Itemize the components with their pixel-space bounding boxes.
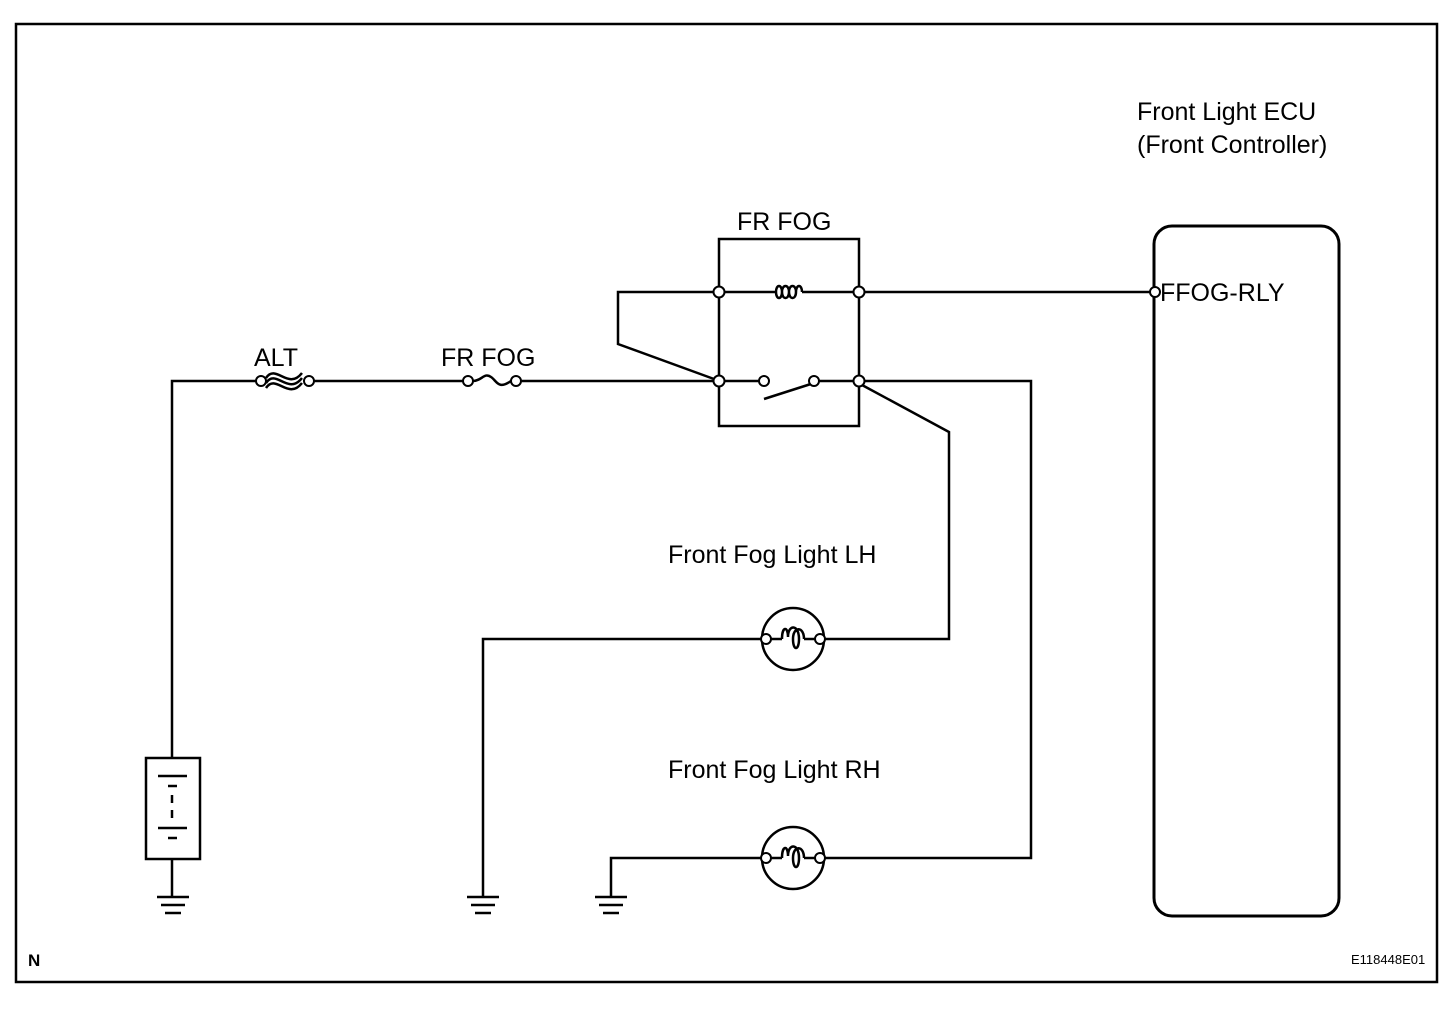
fog-fuse-label: FR FOG (441, 344, 535, 372)
relay-terminal (712, 374, 726, 388)
figure-code: E118448E01 (1351, 952, 1425, 967)
wire-battery-feed (170, 379, 258, 757)
alt-fusible-link (255, 372, 315, 391)
lamp-lh-label: Front Fog Light LH (668, 541, 876, 569)
fog-lamp-rh (760, 825, 826, 891)
fog-fuse (462, 374, 522, 387)
relay-box (717, 237, 861, 428)
wire-relay-to-rh (825, 379, 1033, 860)
wire-relay-to-lh (825, 383, 951, 641)
fog-lamp-lh (760, 606, 826, 672)
ground-symbol (467, 895, 499, 915)
ecu-title: Front Light ECU (1137, 98, 1316, 126)
ecu-terminal-label: FFOG-RLY (1160, 279, 1285, 307)
lamp-rh-label: Front Fog Light RH (668, 756, 881, 784)
relay-terminal (852, 285, 866, 299)
wire-coil-feed (616, 290, 715, 381)
relay-switch (719, 375, 859, 401)
relay-terminal (712, 285, 726, 299)
wire-lh-ground (481, 637, 761, 896)
ground-symbol (157, 895, 189, 915)
ecu-terminal (1149, 286, 1161, 298)
relay-label: FR FOG (737, 208, 831, 236)
ground-symbol (595, 895, 627, 915)
ecu-box (1152, 224, 1341, 918)
relay-coil (719, 284, 859, 300)
diagram-frame (14, 22, 1439, 984)
ecu-subtitle: (Front Controller) (1137, 131, 1327, 159)
wire-rh-ground (609, 856, 761, 896)
alt-fuse-label: ALT (254, 344, 298, 372)
battery (144, 756, 202, 861)
corner-mark: N (28, 951, 40, 970)
